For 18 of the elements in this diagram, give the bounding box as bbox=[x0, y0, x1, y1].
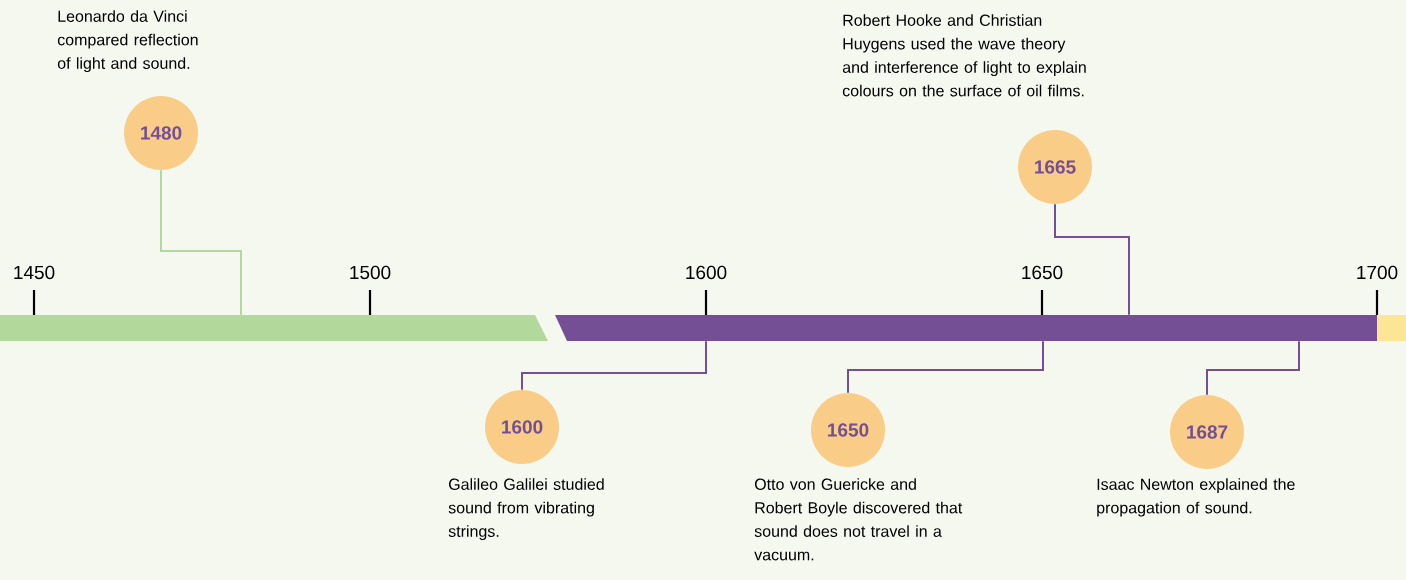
leader-line bbox=[1054, 203, 1130, 316]
timeline-bar-drawing bbox=[555, 290, 1379, 341]
timeline-bar-drawing bbox=[1377, 315, 1406, 341]
event-description: Leonardo da Vinci compared reflection of light and sound. bbox=[57, 10, 198, 73]
event-description: Otto von Guericke and Robert Boyle discovered that sound does not travel in a vacuum. bbox=[754, 478, 963, 561]
year-label: 1600 bbox=[686, 265, 727, 280]
leader-line bbox=[160, 169, 242, 316]
timeline-bar-drawing bbox=[0, 290, 548, 341]
leader-line bbox=[521, 340, 707, 391]
year-label: 1450 bbox=[14, 265, 55, 280]
year-label: 1650 bbox=[1022, 265, 1063, 280]
event-description: Isaac Newton explained the propagation of sound. bbox=[1097, 478, 1295, 517]
leader-line bbox=[1206, 340, 1300, 396]
event-description: Galileo Galilei studied sound from vibrating strings. bbox=[448, 478, 604, 541]
event-description: Robert Hooke and Christian Huygens used the wave theory and interference of light to explain colours on the surface of oil films. bbox=[842, 14, 1086, 97]
year-label: 1700 bbox=[1357, 265, 1398, 280]
year-label: 1500 bbox=[350, 265, 391, 280]
leader-line bbox=[847, 340, 1044, 394]
